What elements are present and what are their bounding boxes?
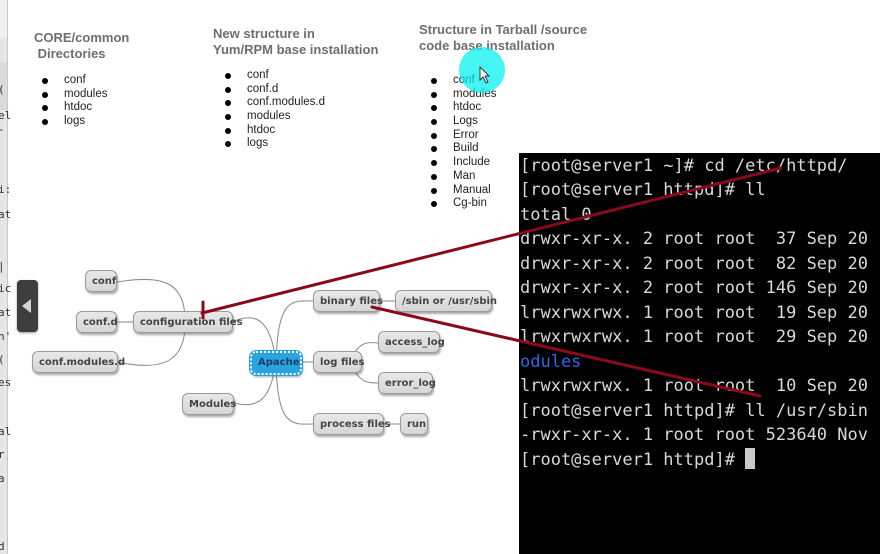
node-access-log[interactable]: access_log <box>378 331 445 353</box>
connector-conf <box>116 278 186 321</box>
node-sbin[interactable]: /sbin or /usr/sbin <box>395 290 497 312</box>
node-run[interactable]: run <box>400 413 428 435</box>
node-log-files[interactable]: log files <box>313 351 365 373</box>
collapse-panel-button[interactable] <box>17 280 38 332</box>
list-item: conf <box>222 69 325 83</box>
list-item: modules <box>39 88 107 102</box>
core-directories-list: conf modules htdoc logs <box>39 74 107 129</box>
terminal-cursor <box>745 448 756 469</box>
strip-text: at <box>0 208 12 221</box>
list-item: Include <box>428 156 496 170</box>
strip-text: al <box>0 425 12 438</box>
terminal-line: [root@server1 httpd]# ll /usr/sbin <box>520 401 868 421</box>
list-item: Build <box>428 142 496 156</box>
list-item: conf.d <box>222 83 325 97</box>
yum-directories-list: conf conf.d conf.modules.d modules htdoc… <box>222 69 325 151</box>
connector-process-files <box>275 363 314 425</box>
node-conf-modules-d[interactable]: conf.modules.d <box>32 351 125 373</box>
list-item: modules <box>222 110 325 124</box>
strip-text: | <box>0 260 5 273</box>
column-title-tarball: Structure in Tarball /source code base i… <box>419 22 587 54</box>
strip-text: i: <box>0 183 12 196</box>
terminal-line: lrwxrwxrwx. 1 root root 19 Sep 20 <box>520 303 868 323</box>
title-line: Yum/RPM base installation <box>213 42 379 57</box>
strip-text: at <box>0 306 12 319</box>
list-item: logs <box>39 115 107 129</box>
connector-conf-modules-d <box>116 323 186 366</box>
list-item: conf <box>39 74 107 88</box>
terminal-line: lrwxrwxrwx. 1 root root 10 Sep 20 <box>520 376 868 396</box>
column-title-yum: New structure in Yum/RPM base installati… <box>213 26 378 58</box>
list-item: htdoc <box>428 101 496 115</box>
list-item: logs <box>222 137 325 151</box>
terminal-line: [root@server1 httpd]# ll <box>520 180 766 200</box>
terminal-line: drwxr-xr-x. 2 root root 82 Sep 20 <box>520 254 868 274</box>
left-panel-edge: ( el - i: at | ic at n' ( es al r a d <box>0 0 12 554</box>
node-conf[interactable]: conf <box>85 270 117 292</box>
terminal-prompt: [root@server1 httpd]# <box>520 450 746 470</box>
terminal-prompt-line[interactable]: [root@server1 httpd]# <box>520 448 756 472</box>
title-line: New structure in <box>213 26 315 41</box>
title-line: code base installation <box>419 38 555 53</box>
list-item: htdoc <box>222 124 325 138</box>
strip-text: n' <box>0 330 12 343</box>
node-binary-files[interactable]: binary files <box>313 290 383 312</box>
strip-text: ( <box>0 83 5 96</box>
list-item: Logs <box>428 115 496 129</box>
strip-text: - <box>0 123 5 136</box>
terminal-line-link: odules <box>520 352 582 372</box>
strip-text: r <box>0 448 5 461</box>
column-title-core: CORE/common Directories <box>34 30 129 62</box>
node-modules[interactable]: Modules <box>182 393 236 415</box>
node-error-log[interactable]: error_log <box>378 372 436 394</box>
node-process-files[interactable]: process files <box>313 413 391 435</box>
strip-text: a <box>0 472 5 485</box>
strip-text: es <box>0 376 12 389</box>
strip-text: d <box>0 540 5 553</box>
strip-band <box>0 0 7 37</box>
strip-text: el <box>0 109 12 122</box>
strip-text: ic <box>0 282 12 295</box>
mouse-pointer-icon <box>479 66 491 84</box>
node-configuration-files[interactable]: configuration files <box>133 311 243 333</box>
terminal-line: drwxr-xr-x. 2 root root 37 Sep 20 <box>520 229 868 249</box>
list-item: Error <box>428 129 496 143</box>
node-conf-d[interactable]: conf.d <box>76 311 118 333</box>
terminal-window[interactable]: [root@server1 ~]# cd /etc/httpd/ [root@s… <box>519 153 880 554</box>
strip-text: ( <box>0 353 5 366</box>
list-item: htdoc <box>39 101 107 115</box>
terminal-line: -rwxr-xr-x. 1 root root 523640 Nov <box>520 425 868 445</box>
title-line: Structure in Tarball /source <box>419 22 588 37</box>
title-line: Directories <box>34 46 106 61</box>
title-line: CORE/common <box>34 30 130 45</box>
strip-band <box>0 62 7 110</box>
node-apache-root[interactable]: Apache <box>249 350 303 376</box>
terminal-line: [root@server1 ~]# cd /etc/httpd/ <box>520 156 848 176</box>
terminal-line: total 0 <box>520 205 592 225</box>
triangle-left-icon <box>22 299 31 313</box>
terminal-line: lrwxrwxrwx. 1 root root 29 Sep 20 <box>520 327 868 347</box>
list-item: conf.modules.d <box>222 96 325 110</box>
terminal-line: drwxr-xr-x. 2 root root 146 Sep 20 <box>520 278 868 298</box>
